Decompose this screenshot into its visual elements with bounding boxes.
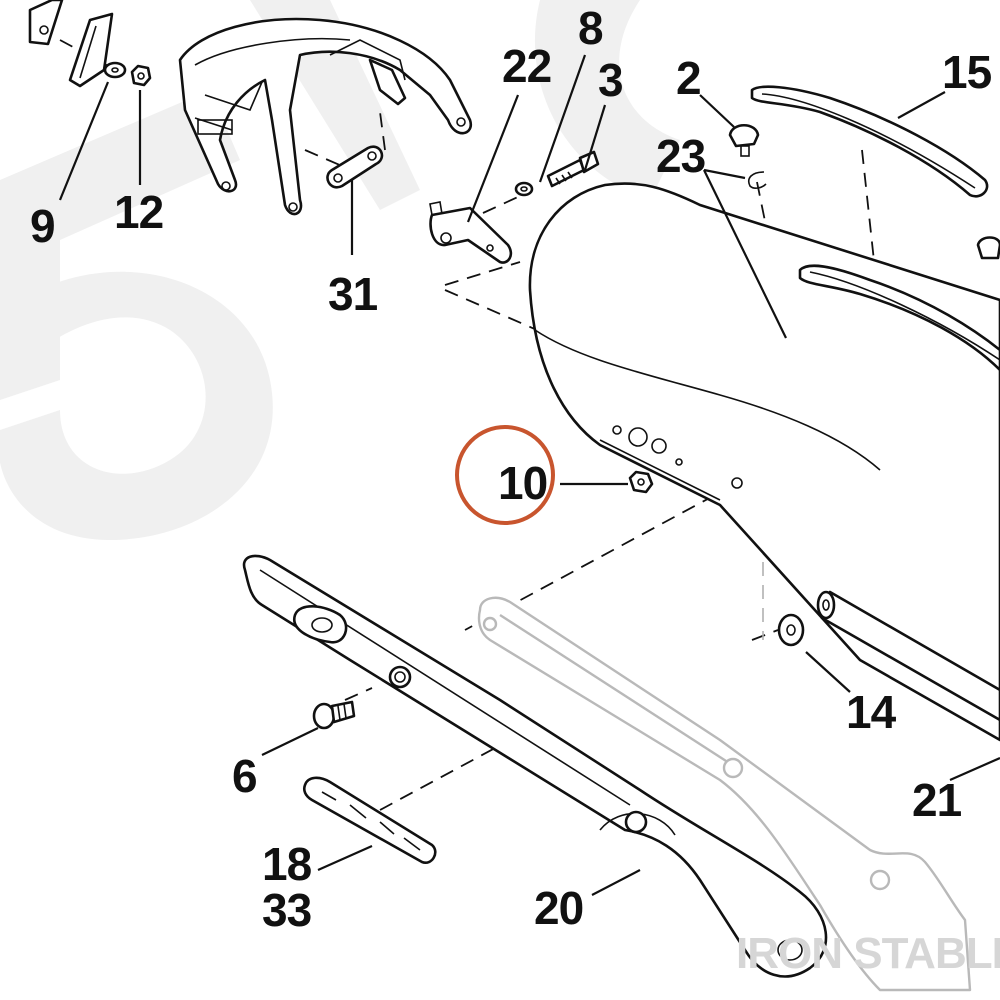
label-part-3: 3	[598, 54, 623, 106]
leader-lines	[58, 54, 1000, 896]
screw-6	[312, 700, 356, 730]
trim-strip-15	[750, 85, 989, 198]
reflector-18-33	[302, 776, 437, 864]
label-part-6: 6	[232, 750, 257, 802]
brand-watermark: IRON STABLE	[736, 929, 1000, 978]
bumper-2	[728, 123, 760, 157]
label-part-15: 15	[942, 46, 992, 98]
highlight-circle	[455, 425, 555, 525]
label-part-33: 33	[262, 884, 311, 936]
clip-23	[748, 171, 767, 189]
label-part-8: 8	[578, 2, 603, 54]
nut-12	[130, 64, 152, 87]
fender-support-bracket	[178, 17, 473, 216]
label-part-31: 31	[328, 268, 378, 320]
bumper-2-right	[976, 236, 1000, 260]
callout-labels: 9 12 31 22 8 3 2 23 15 10 14 21 6 18 33 …	[30, 2, 993, 936]
label-part-23: 23	[656, 130, 705, 182]
washer-8	[514, 181, 534, 197]
label-part-21: 21	[912, 774, 962, 826]
label-part-2: 2	[676, 52, 701, 104]
trim-strip-15-lower	[798, 264, 1000, 372]
washer-9	[103, 61, 127, 79]
label-part-14: 14	[846, 686, 897, 738]
rear-fender	[528, 182, 1000, 742]
label-part-10: 10	[498, 457, 547, 509]
label-part-18: 18	[262, 838, 312, 890]
link-31	[326, 145, 384, 189]
bracket-tab-upper-left	[28, 0, 114, 88]
label-part-9: 9	[30, 200, 55, 252]
washer-14	[777, 613, 805, 647]
nut-10	[628, 470, 654, 494]
bolt-3	[546, 150, 600, 188]
label-part-22: 22	[502, 40, 551, 92]
label-part-20: 20	[534, 882, 583, 934]
strut-cover-20	[242, 554, 828, 978]
label-part-12: 12	[114, 186, 163, 238]
fender-strut-ghost	[477, 596, 972, 992]
mount-plate-22	[429, 201, 513, 264]
spacer-rod-21	[816, 590, 1000, 722]
